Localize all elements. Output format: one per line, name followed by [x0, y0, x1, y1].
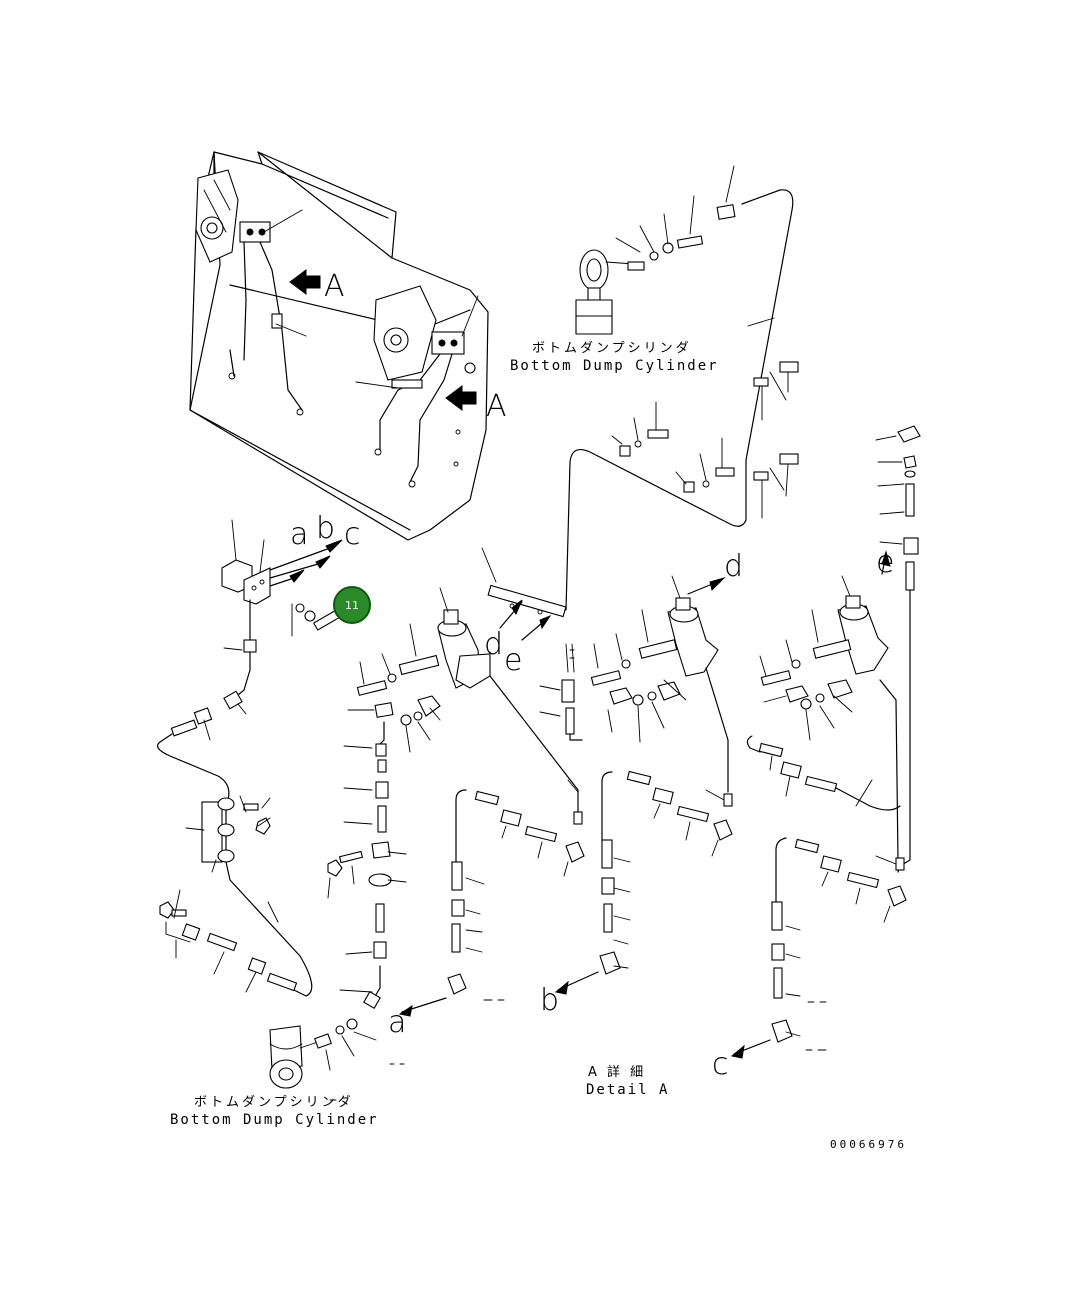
detail-label-jp: A 詳 細	[588, 1064, 646, 1080]
callout-marker[interactable]: 11	[333, 586, 371, 624]
conn-letter-b-top: b	[316, 511, 335, 546]
view-label-a-upper: A	[324, 269, 345, 304]
conn-letter-a-bottom: a	[388, 1005, 406, 1040]
left-lower-hose	[159, 795, 405, 1101]
callout-number: 11	[345, 598, 359, 612]
right-valve-assembly	[730, 425, 921, 1059]
central-valve-assembly	[327, 547, 585, 1017]
conn-letter-c-bottom: c	[712, 1047, 729, 1082]
conn-letter-d-mid: d	[484, 627, 503, 662]
bottom-cylinder-label-en: Bottom Dump Cylinder	[170, 1112, 379, 1128]
view-label-a-right: A	[486, 389, 507, 424]
blade-assembly	[189, 151, 489, 541]
top-cylinder-label-en: Bottom Dump Cylinder	[510, 358, 719, 374]
conn-letter-b-bottom: b	[540, 983, 559, 1018]
bottom-cylinder-label-jp: ボトムダンプシリンダ	[194, 1095, 354, 1110]
conn-letter-c-top: c	[344, 517, 361, 552]
top-cylinder-label-jp: ボトムダンプシリンダ	[532, 341, 692, 356]
middle-valve-assembly	[539, 575, 733, 995]
left-bracket-assembly	[157, 519, 343, 801]
conn-letter-a-top: a	[290, 517, 308, 552]
conn-letter-e-mid: e	[504, 643, 522, 678]
drawing-code: 00066976	[830, 1138, 907, 1151]
conn-letter-d-right: d	[724, 549, 743, 584]
top-cylinder-assembly	[565, 165, 799, 611]
detail-label-en: Detail A	[586, 1082, 669, 1098]
